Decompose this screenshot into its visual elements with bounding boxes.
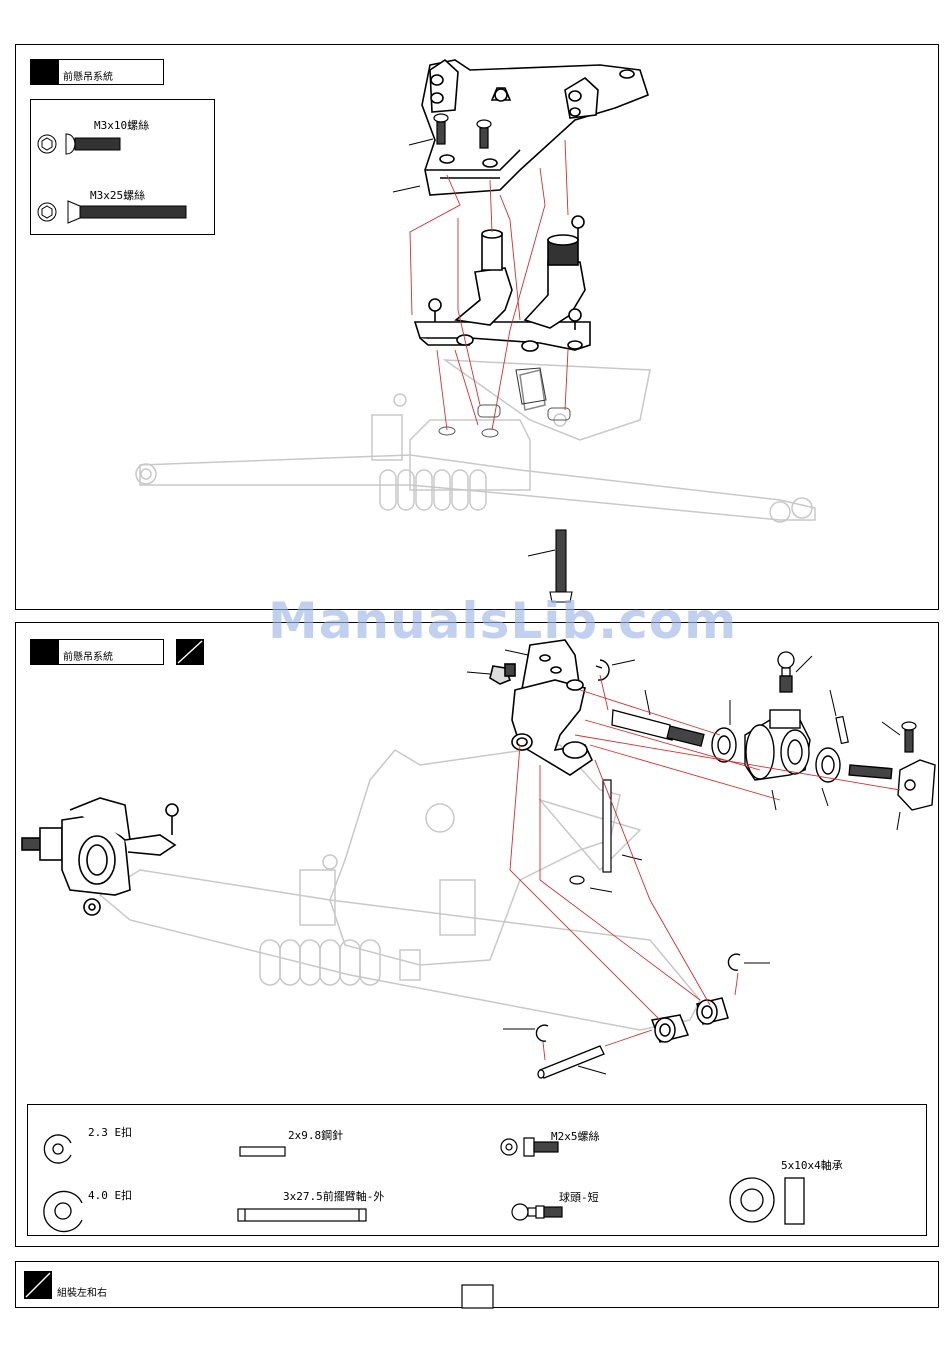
footer-note: 組裝左和右	[57, 1284, 107, 1299]
watermark: ManualsLib.com	[268, 592, 737, 650]
